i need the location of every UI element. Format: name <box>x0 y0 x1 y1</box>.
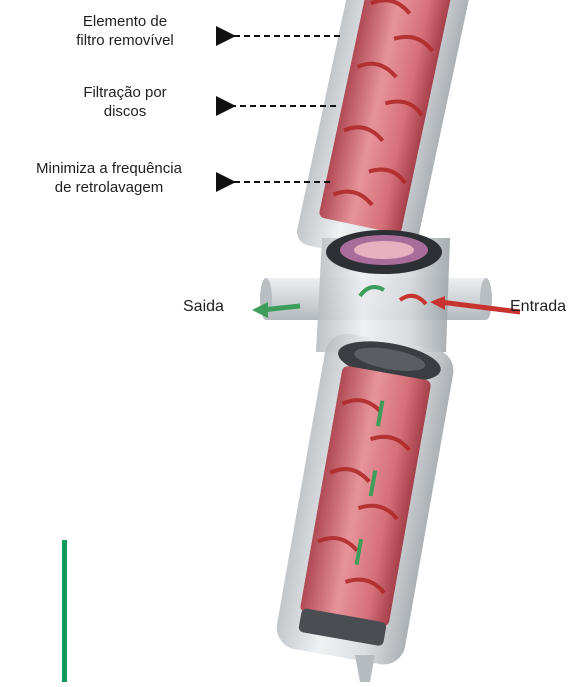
upper-cartridge <box>319 0 454 234</box>
callout-arrows <box>216 26 340 192</box>
label-inlet: Entrada <box>510 298 567 315</box>
label-disc-filtration: Filtração por discos <box>40 83 210 121</box>
lower-cartridge <box>300 366 431 627</box>
label-backwash-frequency: Minimiza a frequência de retrolavagem <box>4 159 214 197</box>
upper-red-arrows <box>332 0 434 207</box>
label-outlet: Saida <box>183 298 224 315</box>
label-line: Elemento de <box>82 13 168 30</box>
lower-red-arrows <box>317 398 411 595</box>
label-line: Minimiza a frequência <box>36 160 182 177</box>
lower-green-arrows <box>354 400 385 565</box>
label-line: filtro removível <box>76 32 174 49</box>
label-line: Filtração por <box>83 84 167 101</box>
label-removable-element: Elemento de filtro removível <box>40 12 210 50</box>
label-line: discos <box>103 103 147 120</box>
lower-housing <box>276 333 454 665</box>
central-joint <box>316 230 450 352</box>
accent-bar <box>62 540 67 682</box>
junction-flow-arrows <box>252 285 521 318</box>
drain-nozzle <box>355 655 375 682</box>
upper-housing <box>297 0 472 265</box>
label-line: de retrolavagem <box>54 179 164 196</box>
